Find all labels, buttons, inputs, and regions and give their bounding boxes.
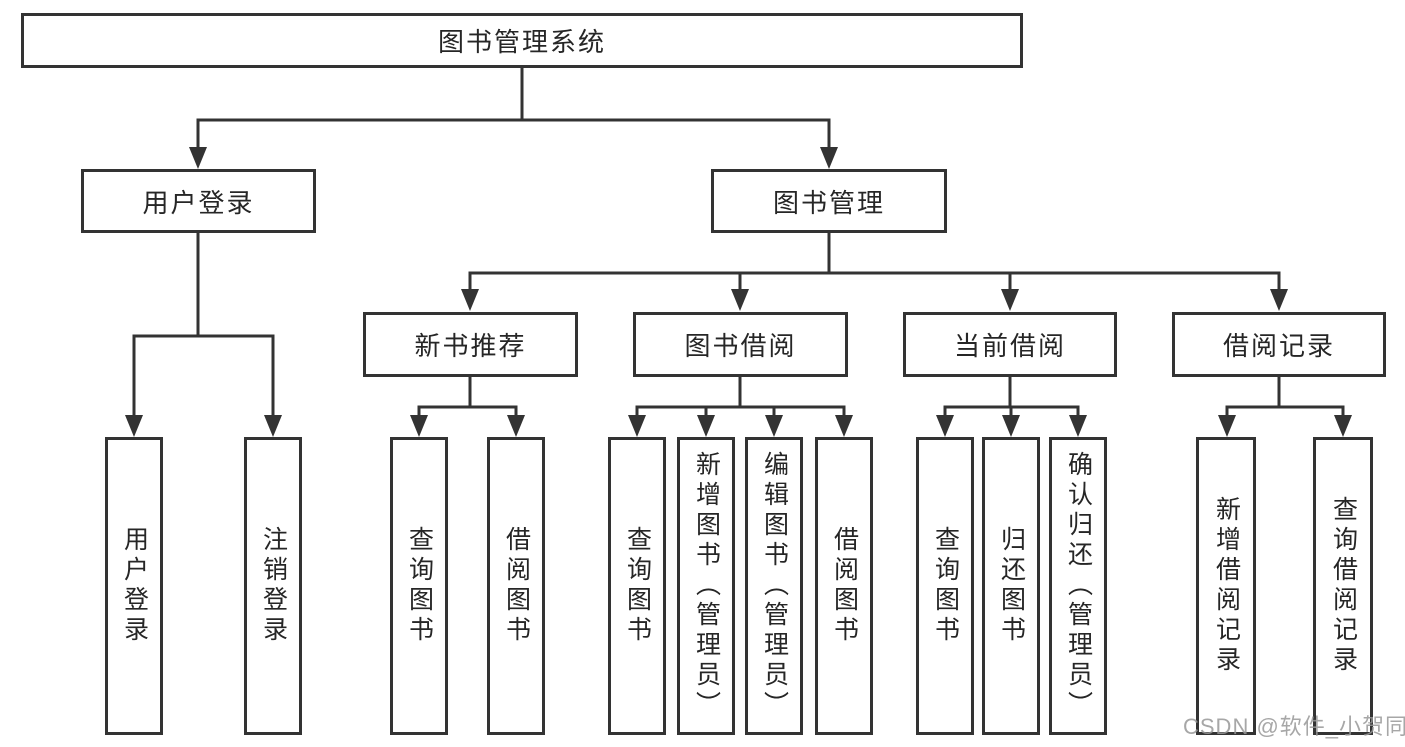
node-label: 图书借阅: [684, 331, 797, 361]
node-borrowing-records: 借阅记录: [1172, 312, 1386, 377]
leaf-query-books-2: 查询图书: [608, 437, 666, 735]
leaf-add-books-admin: 新增图书（管理员）: [677, 437, 735, 735]
leaf-query-books-3: 查询图书: [916, 437, 974, 735]
leaf-label: 查询图书: [931, 526, 960, 646]
leaf-query-books-1: 查询图书: [390, 437, 448, 735]
leaf-label: 查询图书: [623, 526, 652, 646]
csdn-watermark: CSDN @软件_小贺同学: [1183, 714, 1405, 739]
leaf-borrow-books-1: 借阅图书: [487, 437, 545, 735]
leaf-label: 借阅图书: [830, 526, 859, 646]
node-label: 借阅记录: [1222, 331, 1335, 361]
node-current-borrowing: 当前借阅: [903, 312, 1117, 377]
connector-lines: [132, 66, 1345, 422]
leaf-user-login: 用户登录: [105, 437, 163, 735]
leaf-label: 新增借阅记录: [1212, 496, 1241, 676]
leaf-label: 借阅图书: [502, 526, 531, 646]
leaf-label: 确认归还（管理员）: [1064, 451, 1093, 721]
leaf-edit-books-admin: 编辑图书（管理员）: [745, 437, 803, 735]
leaf-add-borrow-record: 新增借阅记录: [1196, 437, 1256, 735]
arrow-down-icons: [125, 147, 1352, 437]
node-label: 新书推荐: [414, 331, 527, 361]
node-user-login: 用户登录: [81, 169, 316, 233]
leaf-label: 查询借阅记录: [1329, 496, 1358, 676]
leaf-label: 编辑图书（管理员）: [760, 451, 789, 721]
node-label: 当前借阅: [953, 331, 1066, 361]
leaf-label: 用户登录: [120, 526, 149, 646]
leaf-label: 查询图书: [405, 526, 434, 646]
node-book-borrowing: 图书借阅: [633, 312, 848, 377]
leaf-label: 注销登录: [259, 526, 288, 646]
leaf-label: 归还图书: [997, 526, 1026, 646]
node-library-management-system: 图书管理系统: [21, 13, 1023, 68]
leaf-query-borrow-record: 查询借阅记录: [1313, 437, 1373, 735]
node-book-management: 图书管理: [711, 169, 947, 233]
leaf-return-books: 归还图书: [982, 437, 1040, 735]
leaf-label: 新增图书（管理员）: [692, 451, 721, 721]
leaf-borrow-books-2: 借阅图书: [815, 437, 873, 735]
node-new-book-recommend: 新书推荐: [363, 312, 578, 377]
leaf-logout: 注销登录: [244, 437, 302, 735]
leaf-confirm-return-admin: 确认归还（管理员）: [1049, 437, 1107, 735]
node-label: 图书管理: [772, 187, 885, 218]
node-label: 图书管理系统: [437, 27, 606, 57]
node-label: 用户登录: [142, 187, 255, 218]
